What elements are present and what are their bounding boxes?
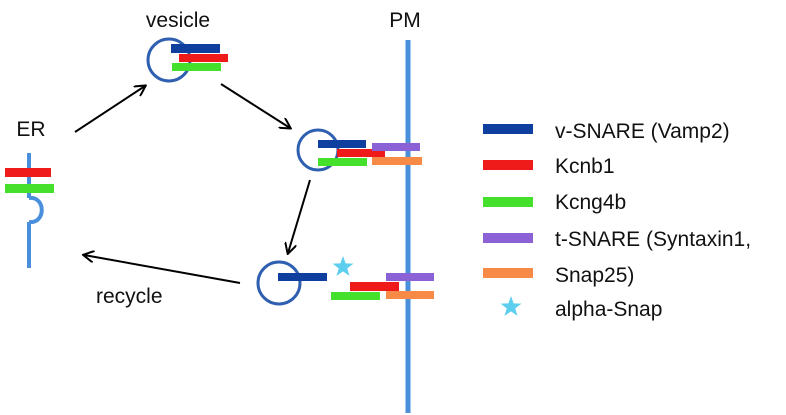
recycle-kcnb1-bar: [350, 282, 399, 291]
legend-alpha-snap-star-icon: [500, 296, 522, 316]
dock-vsnare-bar: [318, 140, 366, 148]
arrow-vesicle-to-dock: [220, 83, 290, 128]
recycle-vsnare-bar: [278, 273, 327, 281]
recycle-snap25-bar: [386, 291, 434, 299]
vesicle-recycle-circle: [256, 260, 302, 306]
legend-swatch-t-snare: [483, 233, 533, 243]
legend-swatch-kcnb1: [483, 160, 533, 170]
arrow-recycle-to-er: [84, 255, 241, 284]
dock-kcnb1-bar: [337, 149, 385, 157]
vesicle-top-vsnare-bar: [171, 44, 220, 53]
alpha-snap-star-icon: [332, 256, 354, 276]
arrow-dock-to-recycle: [288, 179, 311, 253]
legend-label-v-snare: v-SNARE (Vamp2): [555, 120, 730, 143]
vesicle-top-kcng4b-bar: [172, 63, 221, 71]
dock-tsnare-bar: [372, 143, 420, 151]
legend-label-kcnb1: Kcnb1: [555, 155, 615, 178]
legend-label-snap25: Snap25): [555, 264, 634, 287]
recycle-kcng4b-bar: [331, 292, 380, 300]
recycle-label: recycle: [96, 285, 163, 308]
legend-swatch-kcng4b: [483, 197, 533, 207]
vesicle-label: vesicle: [146, 9, 210, 32]
vesicle-top-kcnb1-bar: [179, 54, 228, 62]
dock-kcng4b-bar: [318, 158, 367, 166]
legend: v-SNARE (Vamp2) Kcnb1 Kcng4b t-SNARE (Sy…: [483, 120, 751, 321]
legend-swatch-snap25: [483, 268, 533, 278]
legend-label-alpha-snap: alpha-Snap: [555, 298, 662, 321]
legend-label-t-snare: t-SNARE (Syntaxin1,: [555, 228, 751, 251]
legend-label-kcng4b: Kcng4b: [555, 191, 626, 214]
er-label: ER: [16, 118, 45, 141]
arrow-er-to-vesicle: [74, 86, 145, 133]
dock-snap25-bar: [372, 157, 422, 165]
recycle-tsnare-bar: [386, 273, 434, 281]
pm-label: PM: [389, 9, 421, 32]
er-kcnb1-bar: [5, 168, 51, 177]
legend-swatch-v-snare: [483, 124, 533, 134]
er-kcng4b-bar: [5, 184, 54, 193]
